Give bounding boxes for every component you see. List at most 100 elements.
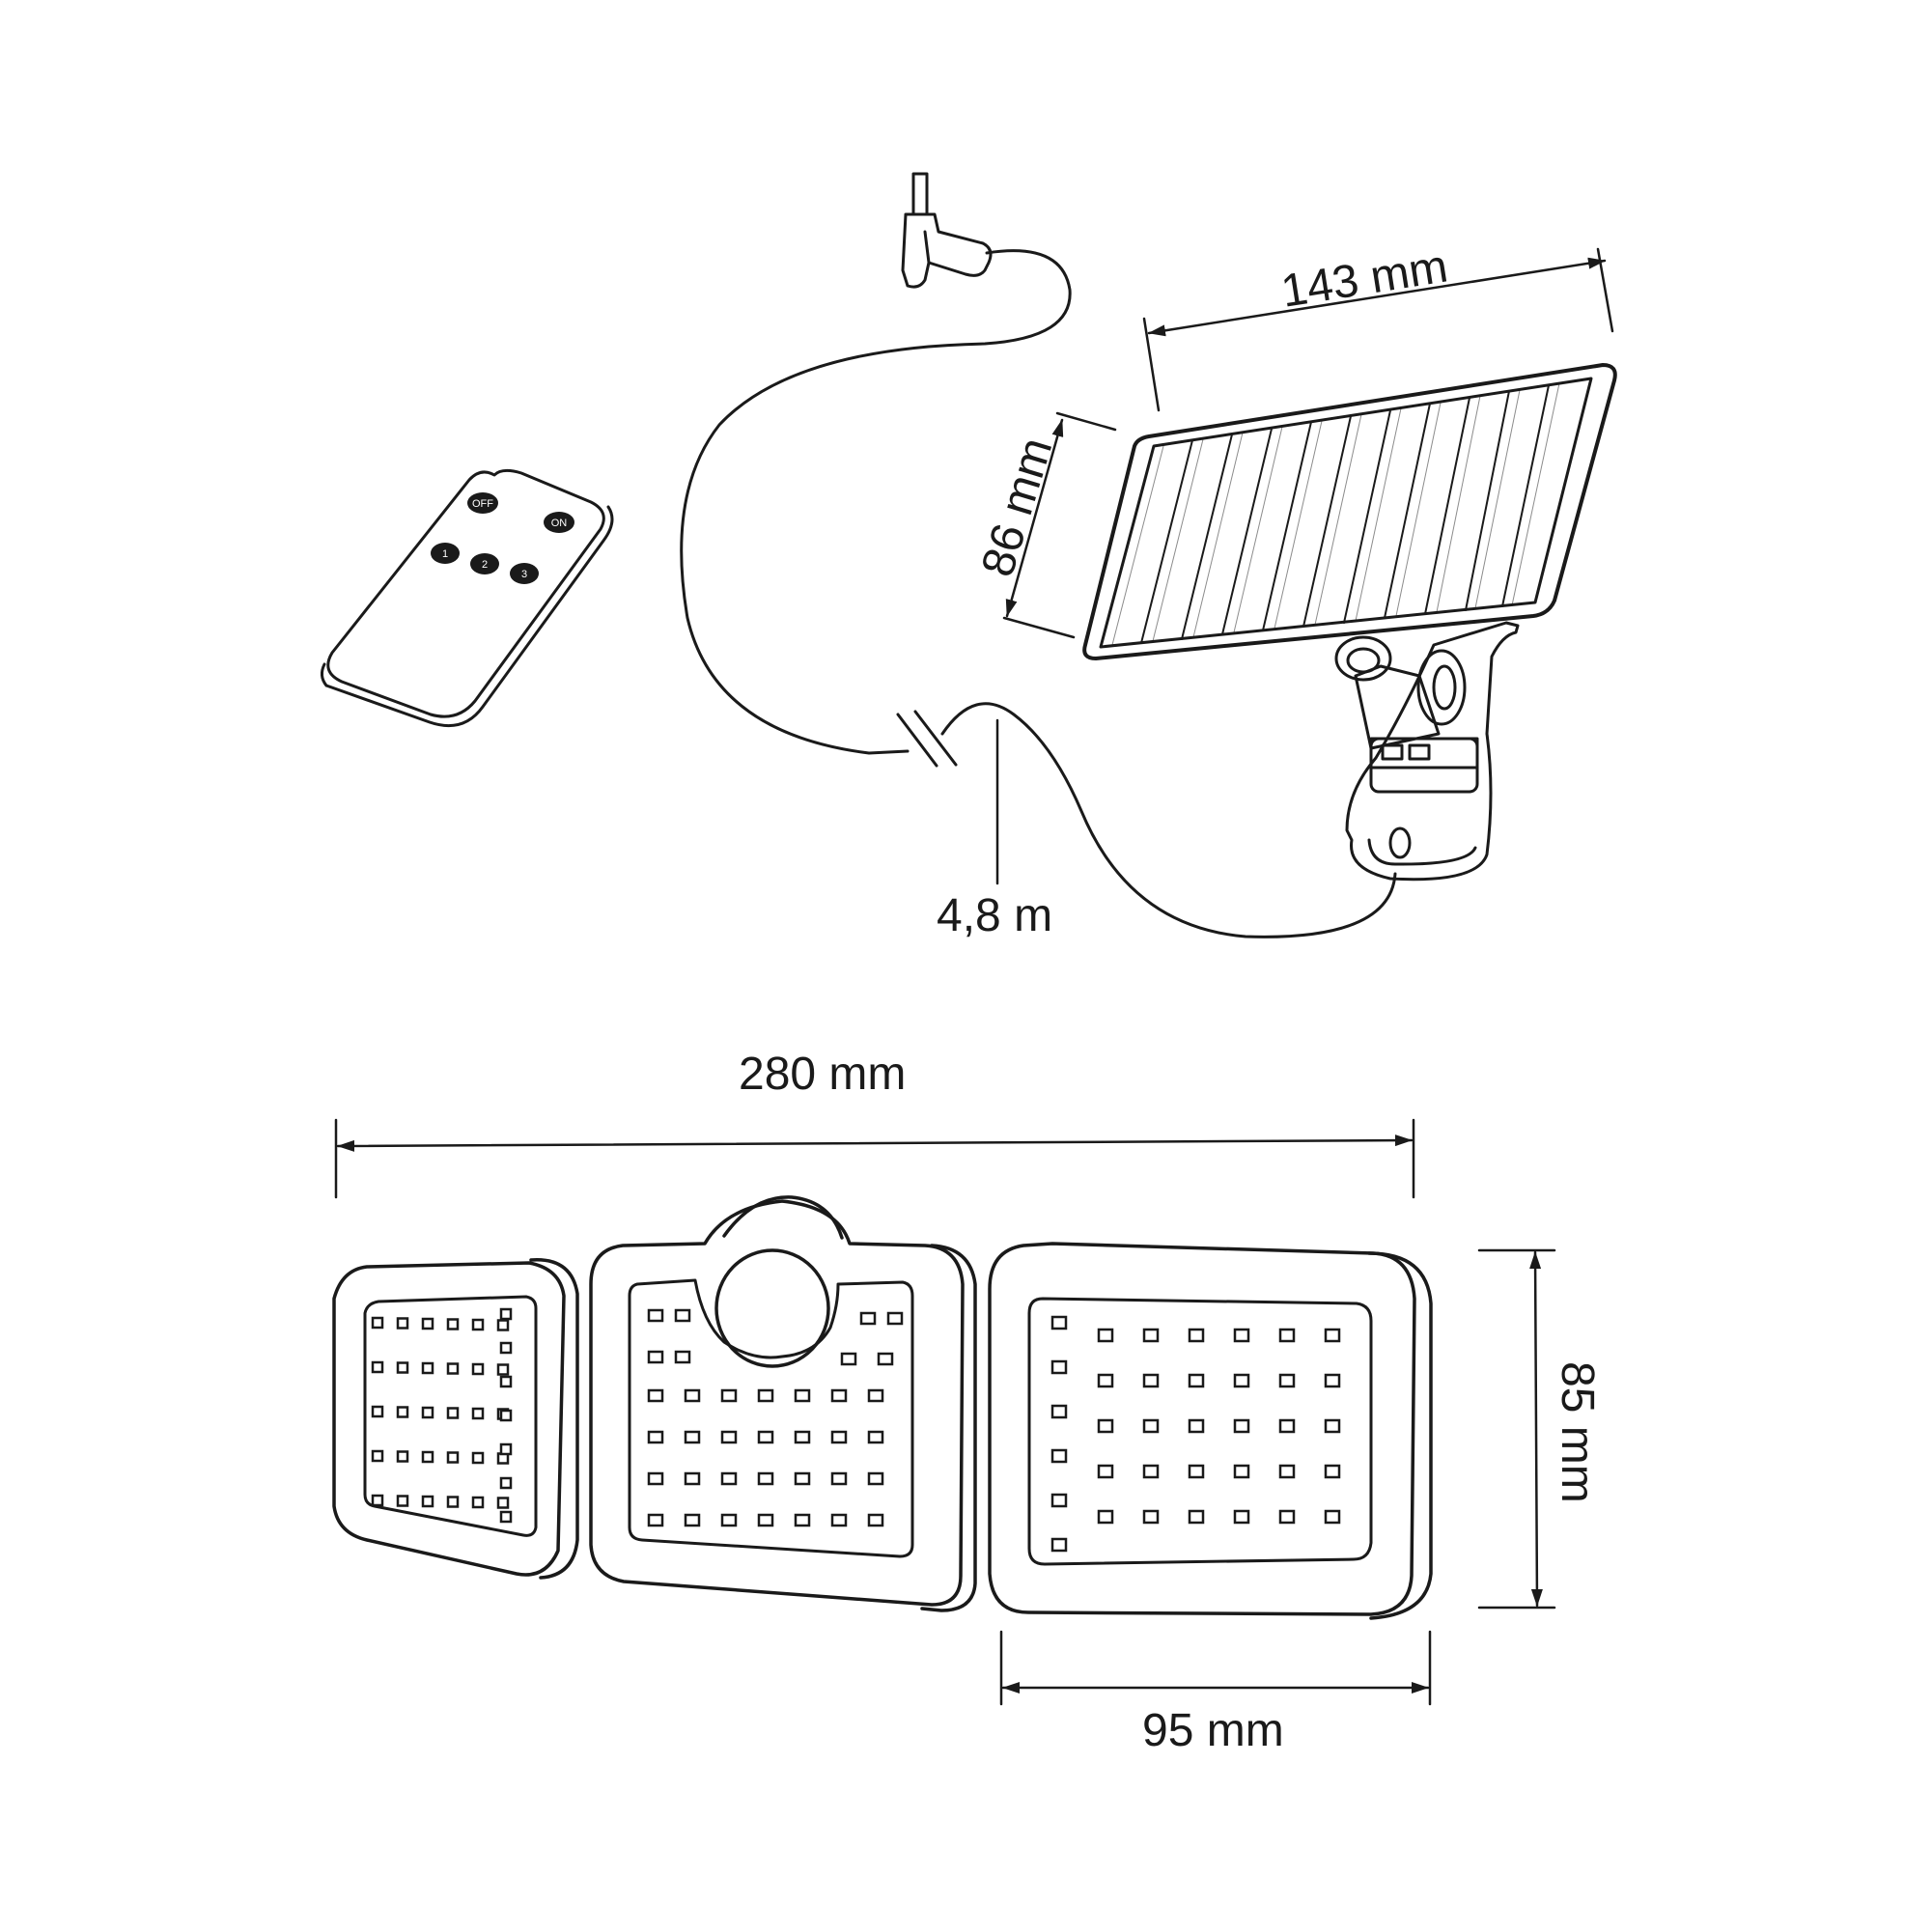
led <box>1188 1418 1205 1434</box>
led <box>421 1406 434 1419</box>
led <box>647 1471 664 1486</box>
lamp-side-width-dimension: 95 mm <box>999 1630 1432 1756</box>
led <box>684 1471 701 1486</box>
led <box>1324 1509 1341 1525</box>
remote-control: OFF ON 1 2 3 <box>320 468 614 728</box>
remote-button-1: 1 <box>431 543 460 564</box>
led <box>1233 1418 1250 1434</box>
led <box>471 1451 485 1465</box>
led <box>1278 1509 1296 1525</box>
led <box>1188 1509 1205 1525</box>
led <box>859 1311 877 1326</box>
svg-text:OFF: OFF <box>472 498 493 510</box>
led <box>1142 1373 1160 1388</box>
led <box>647 1308 664 1323</box>
led <box>421 1317 434 1330</box>
led <box>1050 1315 1068 1330</box>
panel-height-label: 86 mm <box>972 432 1063 582</box>
svg-text:2: 2 <box>482 559 488 571</box>
led <box>421 1361 434 1375</box>
led <box>1050 1537 1068 1553</box>
led <box>1324 1328 1341 1343</box>
led <box>1324 1464 1341 1479</box>
led <box>867 1430 884 1444</box>
led <box>794 1471 811 1486</box>
led <box>471 1362 485 1376</box>
led <box>499 1307 513 1321</box>
led <box>877 1352 894 1366</box>
led <box>371 1316 384 1330</box>
led <box>794 1513 811 1527</box>
led <box>371 1405 384 1418</box>
led <box>1188 1328 1205 1343</box>
led <box>496 1497 510 1509</box>
led <box>720 1388 738 1403</box>
led <box>1188 1373 1205 1388</box>
led <box>396 1495 409 1507</box>
led <box>471 1496 485 1509</box>
lamp-center-leds <box>647 1308 904 1527</box>
led <box>1097 1509 1114 1525</box>
led <box>684 1430 701 1444</box>
led <box>1097 1373 1114 1388</box>
led <box>499 1409 513 1422</box>
led <box>471 1318 485 1331</box>
led <box>1142 1464 1160 1479</box>
led <box>1050 1404 1068 1419</box>
remote-on-button: ON <box>544 512 574 533</box>
lamp-left-leds <box>371 1307 513 1524</box>
led <box>1097 1464 1114 1479</box>
led <box>720 1513 738 1527</box>
led <box>421 1495 434 1508</box>
led <box>1050 1448 1068 1464</box>
led <box>830 1513 848 1527</box>
led <box>674 1350 691 1364</box>
led <box>1233 1464 1250 1479</box>
led <box>647 1430 664 1444</box>
led <box>499 1510 513 1524</box>
led <box>647 1388 664 1403</box>
led <box>1233 1328 1250 1343</box>
led <box>1097 1418 1114 1434</box>
solar-panel <box>1082 363 1617 882</box>
cable-length-dimension: 4,8 m <box>937 718 1052 941</box>
led <box>867 1513 884 1527</box>
led <box>757 1513 774 1527</box>
lamp-side-width-label: 95 mm <box>1142 1705 1284 1756</box>
led <box>499 1375 513 1388</box>
led <box>720 1471 738 1486</box>
led <box>371 1494 384 1507</box>
led <box>830 1388 848 1403</box>
led <box>1050 1493 1068 1508</box>
led <box>830 1430 848 1444</box>
led <box>1324 1373 1341 1388</box>
led <box>794 1388 811 1403</box>
led <box>1233 1373 1250 1388</box>
lamp-center-head <box>589 1195 977 1612</box>
cable-length-label: 4,8 m <box>937 890 1052 941</box>
led <box>757 1471 774 1486</box>
svg-text:1: 1 <box>442 548 448 560</box>
led <box>1233 1509 1250 1525</box>
led <box>757 1430 774 1444</box>
remote-button-2: 2 <box>470 553 499 574</box>
led <box>371 1360 384 1374</box>
led <box>1142 1509 1160 1525</box>
lamp-right-head <box>988 1242 1433 1620</box>
led <box>1278 1373 1296 1388</box>
led <box>794 1430 811 1444</box>
solar-cells <box>1111 382 1560 646</box>
power-cable <box>680 172 1397 938</box>
led <box>1324 1418 1341 1434</box>
lamp-total-width-label: 280 mm <box>739 1049 906 1100</box>
led <box>1142 1328 1160 1343</box>
led <box>757 1388 774 1403</box>
led <box>446 1318 460 1330</box>
led <box>674 1308 691 1323</box>
svg-text:ON: ON <box>551 518 568 529</box>
led <box>496 1363 510 1376</box>
led <box>396 1406 409 1418</box>
led <box>396 1361 409 1374</box>
led <box>371 1449 384 1463</box>
led <box>446 1451 460 1464</box>
